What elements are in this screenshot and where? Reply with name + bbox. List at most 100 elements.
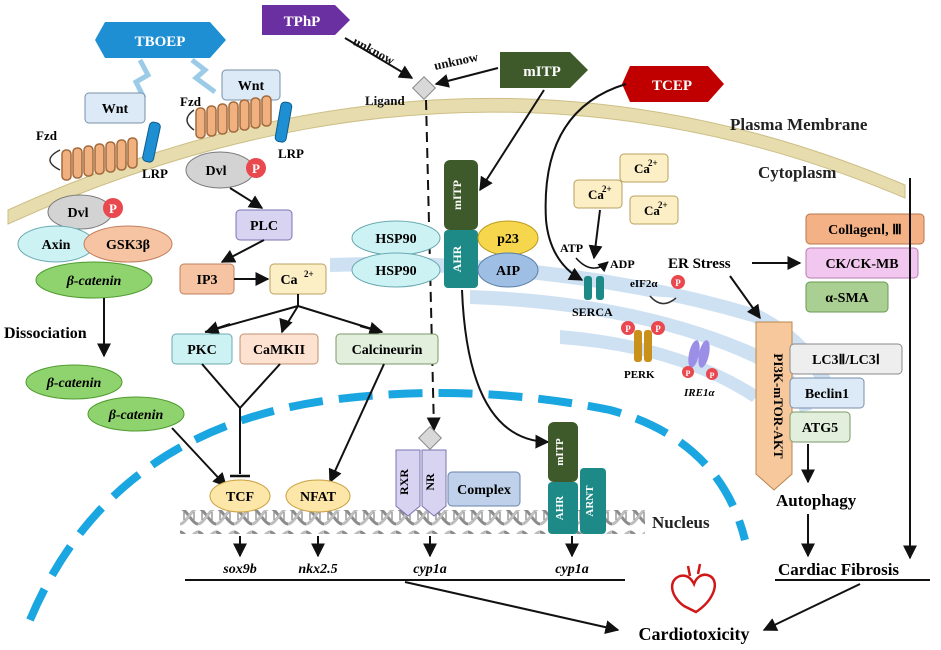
arnt-label-nuclear: ARNT (584, 485, 596, 517)
arrow-dvl-plc (229, 187, 264, 209)
nfat-label: NFAT (300, 490, 337, 505)
wnt-label-left: Wnt (102, 102, 129, 117)
lrp-receptor-right (274, 101, 293, 143)
unknow-label-left: unknow (351, 33, 398, 68)
gene-cyp1a-2: cyp1a (555, 562, 588, 577)
beta-catenin-label-complex: β-catenin (66, 274, 122, 289)
eif2a-phospho-label: P (675, 278, 681, 288)
tphp-label: TPhP (284, 14, 321, 30)
arnt-nuclear (580, 468, 606, 534)
eif2a-phospho-icon (671, 275, 685, 289)
arrow-mitp-ahr (479, 89, 545, 192)
beta-catenin-free-2 (87, 396, 185, 432)
ca-label-2: Ca (588, 187, 604, 202)
hsp90-label-bottom: HSP90 (375, 264, 416, 279)
beclin-label: Beclin1 (805, 387, 849, 402)
wnt-label-right: Wnt (238, 79, 265, 94)
perk-phospho-left-label: P (625, 324, 631, 334)
serca-cycle-arrow (575, 257, 609, 273)
pkc-label: PKC (187, 343, 217, 358)
fzd-tail-left (49, 149, 61, 171)
collagen-box (805, 213, 925, 245)
ca-label-3: Ca (644, 203, 660, 218)
mitp-bound-ahr (444, 160, 478, 230)
atg5-box (789, 411, 851, 443)
nr-receptor (421, 449, 447, 517)
ca-sup-3: 2+ (658, 200, 668, 210)
fzd-label-left: Fzd (36, 128, 58, 143)
fzd-label-right: Fzd (180, 94, 202, 109)
ire1a-phospho-left-icon (682, 366, 694, 378)
ckmb-box (805, 247, 919, 279)
arrow-plc-ip3 (220, 239, 265, 263)
plc-label: PLC (250, 219, 278, 234)
nucleus-label: Nucleus (652, 513, 710, 532)
perk-phospho-right-label: P (655, 324, 661, 334)
endoplasmic-reticulum (330, 257, 840, 412)
phospho-label-dvl-left: P (109, 201, 117, 216)
mitp-label: mITP (523, 64, 561, 80)
lc3-label: LC3Ⅱ/LC3Ⅰ (812, 353, 880, 368)
wnt-box-left (84, 92, 146, 124)
tcep-tag: TCEP (622, 66, 724, 102)
tcep-label: TCEP (652, 78, 692, 94)
dvl-label-right: Dvl (206, 164, 227, 179)
p23-label: p23 (497, 232, 519, 247)
aip (477, 252, 539, 288)
nr-ligand-diamond-icon (417, 425, 443, 451)
arrow-tcep-serca (544, 83, 627, 281)
nfat (285, 479, 351, 513)
serca-channel-left (584, 276, 592, 300)
nucleus-envelope (26, 388, 749, 622)
atp-label: ATP (560, 241, 583, 255)
arrow-calcineurin-nfat (328, 363, 385, 484)
adp-label: ADP (610, 257, 635, 271)
collagen-label: CollagenⅠ, Ⅲ (828, 223, 902, 238)
camkii-label: CaMKII (253, 343, 305, 358)
phospho-dvl-right-icon (246, 158, 266, 178)
phospho-dvl-left-icon (103, 198, 123, 218)
complex-box (447, 471, 521, 507)
lrp-label-right: LRP (278, 146, 304, 161)
nr-label: NR (423, 473, 437, 491)
mitp-tag: mITP (500, 52, 588, 88)
inhibition-lines (201, 363, 281, 474)
mitp-nuclear (548, 422, 578, 482)
perk-phospho-right-icon (651, 321, 665, 335)
serca-channel-right (596, 276, 604, 300)
gene-nkx25: nkx2.5 (298, 562, 337, 577)
beta-catenin-complex (35, 261, 153, 299)
aip-label: AIP (496, 264, 521, 279)
arrow-ca-serca (588, 209, 603, 260)
tboep-signal-left-icon (132, 58, 152, 100)
cardiotoxicity-label: Cardiotoxicity (639, 624, 750, 644)
ire1a-phospho-left-label: P (686, 369, 691, 378)
tcf (209, 479, 271, 513)
axin-label: Axin (42, 238, 71, 253)
ip3-label: IP3 (197, 273, 218, 288)
arrow-mitp-ligand (434, 67, 499, 88)
hsp90-label-top: HSP90 (375, 232, 416, 247)
calcineurin-label: Calcineurin (352, 343, 423, 358)
ahr-label: AHR (450, 245, 464, 272)
ire1a-right (698, 340, 710, 368)
ca-box-1 (619, 153, 669, 183)
unknow-label-right: unknow (433, 49, 481, 73)
ca-branch-lines (204, 294, 383, 333)
arrow-fibrosis-cardiotoxicity (762, 583, 861, 631)
dvl-label-left: Dvl (68, 206, 89, 221)
beclin-box (789, 377, 865, 409)
rxr-label: RXR (397, 469, 411, 495)
ahr-nuclear (548, 482, 578, 534)
ca-sup-1: 2+ (648, 158, 658, 168)
mitp-label-nuclear: mITP (554, 438, 566, 466)
arrow-ca-camkii (279, 317, 293, 334)
arrow-tphp-ligand (344, 37, 414, 79)
ligand-diamond-icon (411, 75, 437, 101)
gsk3b (83, 225, 173, 263)
beta-catenin-label-free-2: β-catenin (108, 408, 164, 423)
arrow-er-pi3k (729, 275, 761, 320)
asma-label: α-SMA (825, 291, 869, 306)
perk-right (644, 330, 652, 362)
